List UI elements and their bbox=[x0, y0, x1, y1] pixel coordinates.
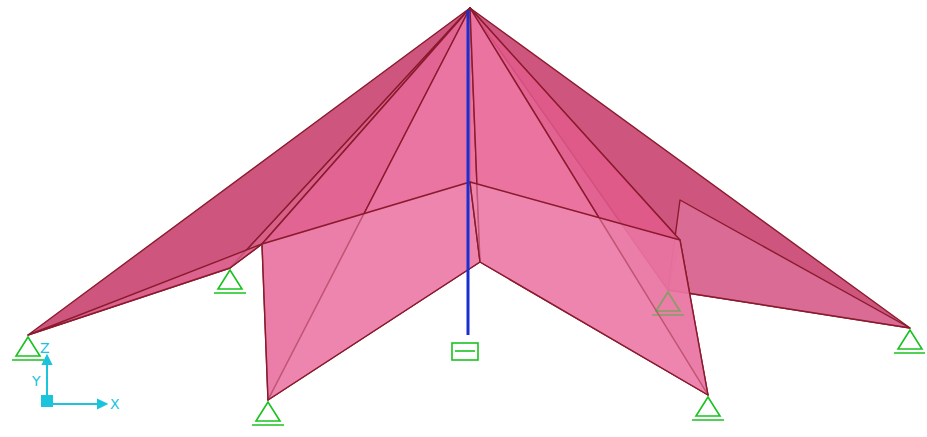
axis-label: X bbox=[110, 397, 120, 411]
axis-label: Y bbox=[32, 374, 41, 388]
axis-label: Z bbox=[40, 341, 50, 355]
